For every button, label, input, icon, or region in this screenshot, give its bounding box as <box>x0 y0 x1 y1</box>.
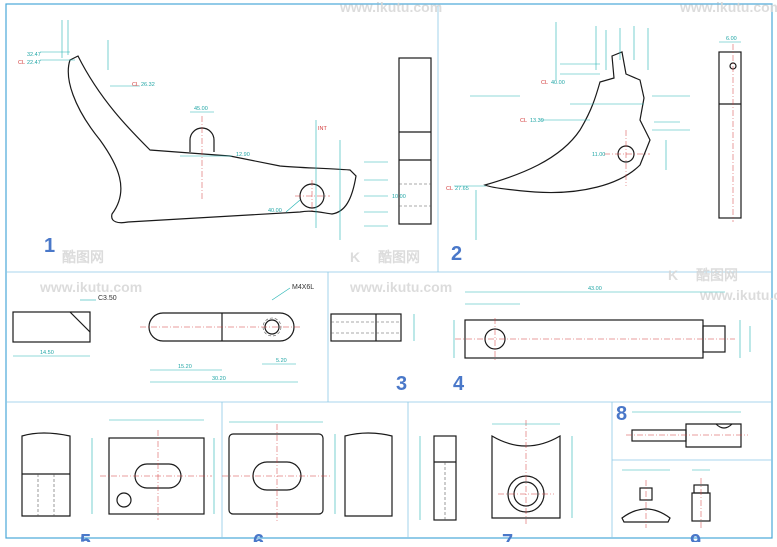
panel-number: 7 <box>502 531 513 542</box>
part-5-side-view <box>21 432 71 517</box>
part-3-section <box>330 313 402 342</box>
panel-number: 3 <box>396 373 407 395</box>
dim-label: 11.00 <box>592 152 605 158</box>
part-3-block <box>12 311 91 343</box>
watermark-logo: K <box>350 249 360 265</box>
part-1-side-view <box>398 57 432 225</box>
part-2-outline <box>483 51 651 194</box>
dim-label: 15.20 <box>178 364 192 370</box>
part-9-base <box>621 508 671 523</box>
dim-label: 30.20 <box>212 376 226 382</box>
panel-number: 2 <box>451 243 462 265</box>
dim-label: 40.00 <box>551 80 565 86</box>
watermark-url: www.ikutu.com <box>679 0 777 15</box>
dim-label-int: INT <box>318 126 328 132</box>
dim-label-cl: CL <box>541 80 548 86</box>
dim-label-cl: CL <box>18 60 25 66</box>
part-6-slotted-block: 6 <box>222 421 393 547</box>
panel-number: 5 <box>80 531 91 542</box>
part-8-notch <box>715 423 733 429</box>
watermark-url: www.ikutu.com <box>349 279 452 295</box>
dim-label: 45.00 <box>194 106 208 112</box>
part-7-bracket: 7 <box>419 420 573 547</box>
panel-number: 1 <box>44 235 55 257</box>
part-7-front-view <box>491 434 561 519</box>
dim-label: 26.32 <box>141 82 155 88</box>
part-6-front-view <box>228 433 324 515</box>
part-2-claw: CL 40.00 CL 13.39 CL 27.65 11.00 6.00 2 <box>446 22 742 265</box>
dim-label: 27.65 <box>455 186 469 192</box>
dim-label-cl: CL <box>520 118 527 124</box>
dim-label: 12.90 <box>236 152 250 158</box>
panel-number: 9 <box>690 531 701 542</box>
dim-label: 6.00 <box>726 36 737 42</box>
part-1-outline <box>67 55 357 224</box>
part-8-pin: 8 <box>616 403 748 448</box>
panel-number: 4 <box>453 373 465 395</box>
panel-number: 8 <box>616 403 627 425</box>
dim-label: 40.00 <box>268 208 282 214</box>
watermark-url: www.ikutu.com <box>699 287 777 303</box>
sheet-border <box>5 3 773 539</box>
dim-label-cl: CL <box>446 186 453 192</box>
part-9-pin-end: 9 <box>621 469 711 547</box>
leader-line <box>285 199 301 213</box>
dim-label: 32.47 <box>27 52 41 58</box>
watermark-brand: 酷图网 <box>378 249 420 265</box>
panel-number: 6 <box>253 531 264 542</box>
part-8-head <box>685 423 742 448</box>
part-5-hole <box>116 492 132 508</box>
dim-label: 43.00 <box>588 286 602 292</box>
chamfer-callout: C3.50 <box>98 295 117 302</box>
dim-label: 5.20 <box>276 358 287 364</box>
watermark-url: www.ikutu.com <box>339 0 442 15</box>
part-2-side-view <box>718 51 742 219</box>
dim-label: 14.50 <box>40 350 54 356</box>
part-3-link: C3.50 14.50 M4X6L 15.20 30.20 5.20 3 <box>12 284 415 395</box>
dim-label: 22.47 <box>27 60 41 66</box>
part-4-shaft: 43.00 4 <box>453 286 751 395</box>
part-6-side-view <box>344 432 393 517</box>
part-8-shank <box>631 429 687 442</box>
watermark-brand: 酷图网 <box>62 249 104 265</box>
thread-callout: M4X6L <box>292 284 314 291</box>
watermark-brand: 酷图网 <box>696 267 738 283</box>
chamfer-line <box>69 311 91 333</box>
watermarks: www.ikutu.com www.ikutu.com 酷图网 www.ikut… <box>39 0 777 303</box>
watermark-url: www.ikutu.com <box>39 279 142 295</box>
watermark-logo: K <box>668 267 678 283</box>
part-5-slotted-block: 5 <box>21 419 215 547</box>
part-1-lever: CL 22.47 32.47 CL 26.32 45.00 12.90 INT … <box>18 20 432 257</box>
leader-line <box>271 287 291 301</box>
dim-label: 13.39 <box>530 118 544 124</box>
part-3-bar <box>148 312 295 342</box>
dim-label-cl: CL <box>132 82 139 88</box>
